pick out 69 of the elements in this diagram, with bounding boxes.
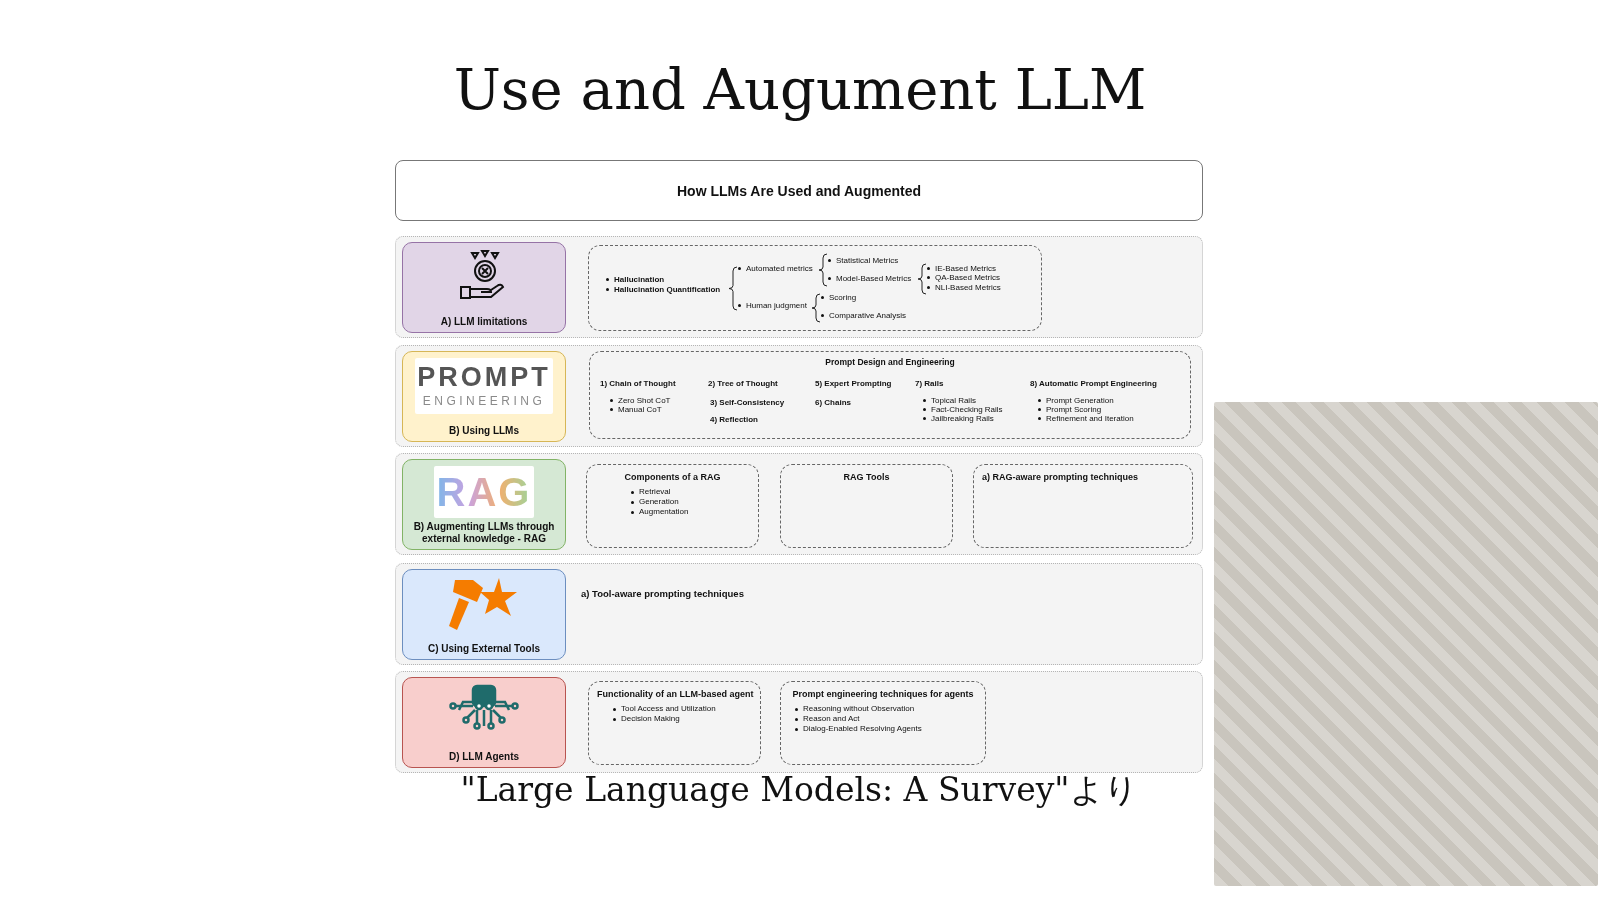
section-heading: RAG Tools (842, 472, 891, 482)
section-heading: 1) Chain of Thought (600, 379, 676, 389)
section-heading: Components of a RAG (623, 472, 722, 482)
caption: "Large Language Models: A Survey"より (459, 769, 1139, 811)
list-item: Augmentation (639, 507, 689, 517)
list-item: Jailbreaking Rails (931, 414, 994, 424)
list-item: Fact-Checking Rails (931, 405, 1003, 415)
card-label: D) LLM Agents (448, 750, 520, 762)
section-heading: Prompt Design and Engineering (824, 358, 956, 368)
card-label: B) Using LLMs (449, 424, 519, 436)
section-heading: 8) Automatic Prompt Engineering (1030, 379, 1157, 389)
category-card (402, 351, 566, 442)
card-label: A) LLM limitations (440, 315, 528, 327)
title-box (395, 160, 1203, 221)
image-text: ENGINEERING (422, 393, 546, 409)
card-label: C) Using External Tools (427, 642, 541, 654)
row-band (395, 453, 1203, 555)
row-band (395, 671, 1203, 773)
list-item: Prompt Generation (1046, 396, 1114, 406)
list-item: Hallucination (614, 275, 665, 285)
section-heading: 5) Expert Prompting (815, 379, 892, 389)
section-heading: 3) Self-Consistency (710, 398, 785, 408)
list-item: Decision Making (621, 714, 680, 724)
list-item: Dialog-Enabled Resolving Agents (803, 724, 922, 734)
dashed-box (589, 351, 1191, 439)
list-item: Human judgment (746, 301, 807, 311)
dashed-box (586, 464, 759, 548)
section-heading: 6) Chains (815, 398, 851, 408)
section-heading: Functionality of an LLM-based agent (596, 689, 755, 699)
section-heading: a) Tool-aware prompting techniques (581, 588, 744, 599)
list-item: NLI-Based Metrics (935, 283, 1001, 293)
category-card (402, 569, 566, 660)
dashed-box (588, 245, 1042, 331)
card-label: B) Augmenting LLMs through external knowledge - RAG (412, 521, 556, 544)
list-item: Hallucination Quantification (614, 285, 721, 295)
section-heading: 4) Reflection (710, 415, 758, 425)
dashed-box (973, 464, 1193, 548)
list-item: Model-Based Metrics (836, 274, 912, 284)
list-item: Topical Rails (931, 396, 976, 406)
list-item: Scoring (829, 293, 857, 303)
list-item: Refinement and Iteration (1046, 414, 1134, 424)
section-heading: 7) Rails (915, 379, 944, 389)
row-band (395, 236, 1203, 338)
section-heading: a) RAG-aware prompting techniques (981, 472, 1140, 482)
image-text: PROMPT (417, 363, 551, 391)
row-band (395, 563, 1203, 665)
list-item: Reasoning without Observation (803, 704, 915, 714)
category-card (402, 677, 566, 768)
heading: How LLMs Are Used and Augmented (677, 182, 921, 199)
list-item: Zero Shot CoT (618, 396, 671, 406)
list-item: Tool Access and Utilization (621, 704, 716, 714)
list-item: Statistical Metrics (836, 256, 899, 266)
dashed-box (780, 464, 953, 548)
list-item: IE-Based Metrics (935, 264, 996, 274)
list-item: Retrieval (639, 487, 671, 497)
dashed-box (780, 681, 986, 765)
category-card (402, 459, 566, 550)
list-item: Manual CoT (618, 405, 662, 415)
section-heading: 2) Tree of Thought (708, 379, 778, 389)
section-heading: Prompt engineering techniques for agents (791, 689, 975, 699)
list-item: Generation (639, 497, 679, 507)
category-card (402, 242, 566, 333)
list-item: Automated metrics (746, 264, 813, 274)
dashed-box (588, 681, 761, 765)
row-band (395, 345, 1203, 447)
list-item: Comparative Analysis (829, 311, 906, 321)
list-item: Prompt Scoring (1046, 405, 1102, 415)
list-item: Reason and Act (803, 714, 860, 724)
list-item: QA-Based Metrics (935, 273, 1000, 283)
